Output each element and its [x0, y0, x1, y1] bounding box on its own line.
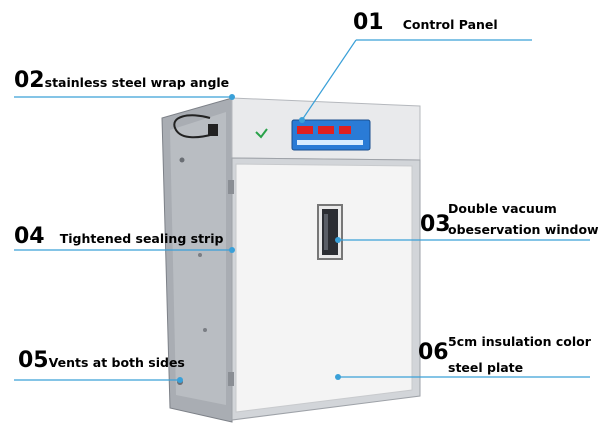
vent-icon: [203, 328, 207, 332]
leader-06: [335, 374, 590, 380]
window-reflection: [324, 214, 328, 250]
socket: [208, 124, 218, 136]
callout-02-number: 02: [14, 68, 45, 93]
callout-05-number: 05: [18, 348, 49, 373]
leader-05: [14, 377, 183, 383]
callout-03-text: Double vacuum: [448, 201, 557, 216]
callout-04: 04 Tightened sealing strip: [14, 224, 223, 249]
logo-icon: [255, 128, 268, 139]
vent-icon: [198, 253, 202, 257]
leader-03: [335, 237, 590, 243]
display-3: [339, 126, 351, 134]
hinge-icon: [228, 180, 234, 194]
callout-05: 05Vents at both sides: [18, 348, 185, 373]
callout-06-number: 06: [418, 340, 449, 365]
callout-03-number: 03: [420, 212, 451, 237]
callout-05-text: Vents at both sides: [48, 355, 185, 370]
door: [235, 163, 413, 413]
callout-01-text: Control Panel: [402, 17, 498, 32]
callout-06-text-2: steel plate: [448, 360, 524, 375]
power-cable: [173, 114, 215, 139]
display-2: [318, 126, 334, 134]
callout-03-text-2: obeservation window: [448, 222, 599, 237]
display-1: [297, 126, 313, 134]
vent-icon: [179, 157, 185, 163]
callout-04-text: Tightened sealing strip: [59, 231, 224, 246]
callout-01-number: 01: [353, 10, 384, 35]
callout-02: 02stainless steel wrap angle: [14, 68, 229, 93]
callout-01: 01 Control Panel: [353, 10, 498, 35]
leader-01: [299, 39, 532, 123]
hinge-icon: [228, 372, 234, 386]
callout-02-text: stainless steel wrap angle: [44, 75, 230, 90]
leader-02: [14, 94, 235, 100]
side-panel-shade: [170, 112, 226, 405]
callout-06-text: 5cm insulation color: [448, 334, 591, 349]
callout-04-number: 04: [14, 224, 45, 249]
panel-strip: [297, 140, 363, 145]
leader-04: [14, 247, 235, 253]
